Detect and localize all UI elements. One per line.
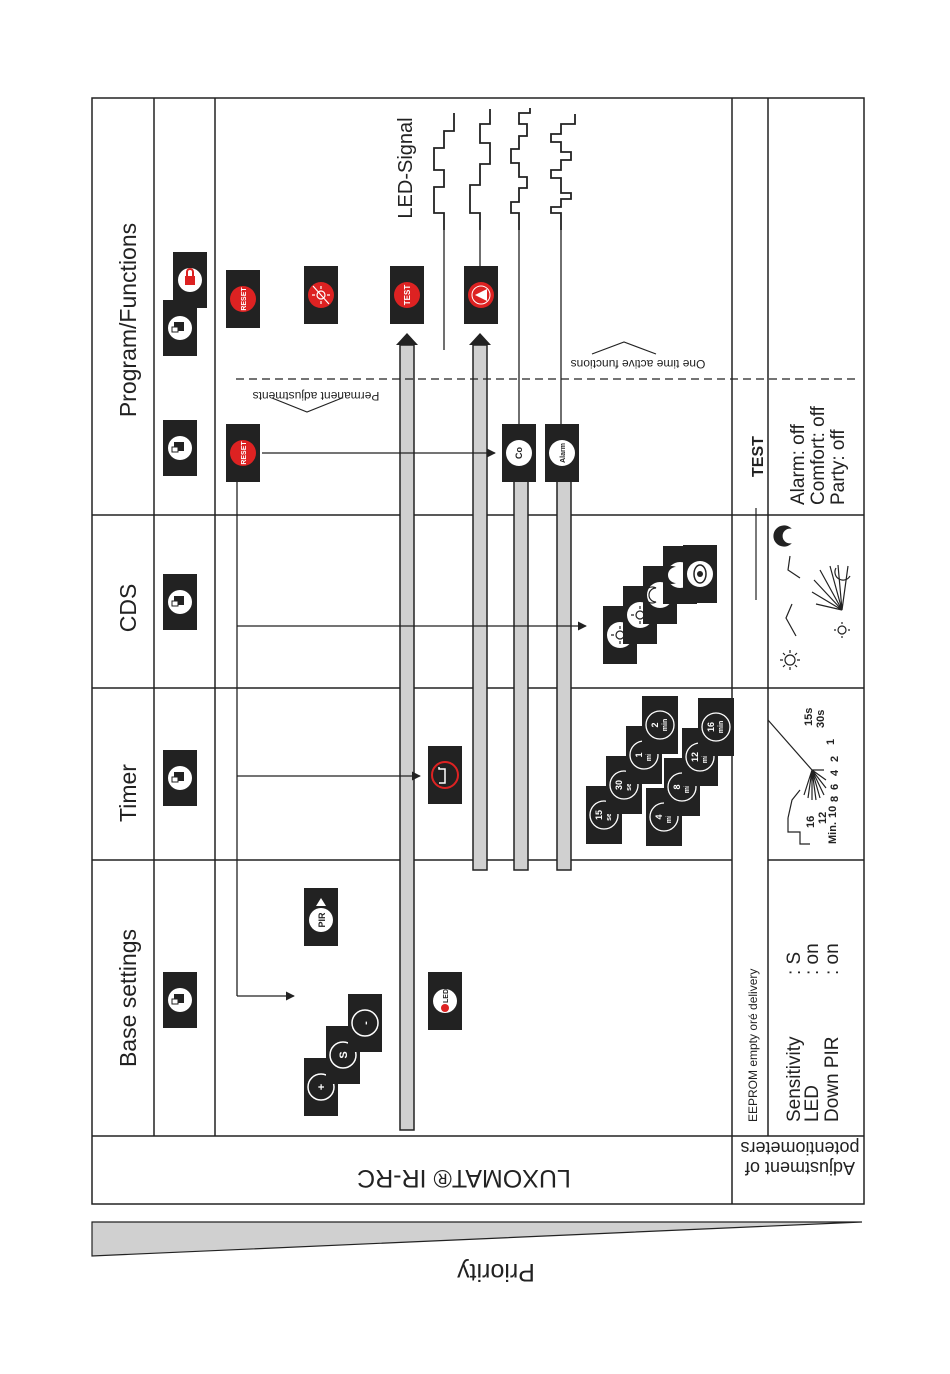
remote-button-icon-base — [163, 972, 197, 1028]
svg-text:RESET: RESET — [241, 287, 248, 311]
alarm-button[interactable]: Alarm — [545, 424, 579, 482]
one-time-functions-label: One time active functions — [571, 357, 706, 371]
svg-text:TEST: TEST — [403, 285, 412, 306]
party-button[interactable] — [464, 266, 498, 324]
svg-text:8: 8 — [829, 796, 841, 802]
sensitivity-value: : S — [784, 952, 805, 975]
cds-eye-button[interactable] — [683, 545, 717, 603]
remote-button-icons — [163, 252, 207, 1028]
lock-button-icon — [173, 252, 207, 308]
svg-text:Adjustment of: Adjustment of — [744, 1158, 855, 1178]
led-button[interactable]: LED — [428, 972, 462, 1030]
svg-text:10: 10 — [827, 806, 839, 818]
alarm-state: Alarm: off — [788, 423, 809, 505]
svg-text:min: min — [646, 749, 653, 761]
cds-buttons — [603, 545, 717, 664]
svg-text:30s: 30s — [815, 710, 827, 728]
remote-button-icon-timer — [163, 750, 197, 806]
svg-text:2: 2 — [829, 756, 841, 762]
reset-button-program[interactable]: RESET — [226, 270, 260, 328]
header-cds: CDS — [115, 584, 141, 633]
svg-text:6: 6 — [829, 784, 841, 790]
remote-button-icon-cds — [163, 574, 197, 630]
sun-off-button[interactable] — [304, 266, 338, 324]
svg-text:8: 8 — [672, 784, 682, 789]
comfort-button[interactable]: Co — [502, 424, 536, 482]
svg-text:Co: Co — [514, 447, 524, 459]
svg-text:15: 15 — [594, 810, 604, 820]
timer-16min-button[interactable]: 16 min — [698, 698, 734, 756]
test-title: TEST — [750, 436, 767, 477]
column-headers: Base settings Timer CDS Program/Function… — [115, 223, 141, 1067]
priority-label: Priority — [457, 1258, 535, 1286]
minus-button[interactable]: - — [348, 994, 382, 1052]
remote-button-icon-reset-mode — [163, 420, 197, 476]
svg-text:potentiometers: potentiometers — [740, 1138, 859, 1158]
svg-text:1: 1 — [634, 752, 644, 757]
svg-text:12: 12 — [690, 752, 700, 762]
permanent-adjustments-label: Permanent adjustments — [253, 389, 380, 403]
header-timer: Timer — [115, 764, 141, 822]
svg-text:2: 2 — [650, 722, 660, 727]
svg-text:min: min — [718, 721, 725, 733]
svg-text:S: S — [338, 1051, 350, 1058]
svg-text:Min.: Min. — [827, 822, 839, 844]
timer-2min-button[interactable]: 2 min — [642, 696, 678, 754]
priority-wedge — [91, 1221, 863, 1257]
header-program-functions: Program/Functions — [115, 223, 141, 417]
sensitivity-label: Sensitivity — [784, 1036, 805, 1122]
eeprom-label: EEPROM empty oré delivery — [746, 969, 760, 1122]
default-settings: Sensitivity LED Down PIR : S : on : on — [784, 943, 843, 1122]
permanent-indicator — [271, 397, 343, 413]
svg-text:30: 30 — [614, 780, 624, 790]
svg-text:min: min — [666, 811, 673, 823]
svg-text:1: 1 — [825, 739, 837, 745]
test-states: Alarm: off Comfort: off Party: off — [788, 405, 849, 505]
remote-button-icon-program — [163, 300, 197, 356]
led-value: : on — [802, 943, 823, 975]
product-name: LUXOMAT® IR-RC — [357, 1164, 571, 1192]
led-signal-label: LED-Signal — [395, 117, 417, 218]
svg-text:sec: sec — [606, 809, 613, 821]
cds-dial — [773, 525, 851, 670]
pir-button[interactable]: PIR — [304, 888, 338, 946]
test-button[interactable]: TEST — [390, 266, 424, 324]
svg-text:15s: 15s — [803, 708, 815, 726]
function-bars — [399, 344, 572, 1131]
svg-text:min: min — [684, 781, 691, 793]
led-label: LED — [802, 1085, 823, 1122]
down-pir-value: : on — [822, 943, 843, 975]
svg-text:4: 4 — [829, 769, 841, 776]
connector-lines — [236, 230, 587, 1001]
svg-text:-: - — [360, 1021, 372, 1025]
svg-text:min: min — [702, 751, 709, 763]
svg-text:PIR: PIR — [317, 912, 327, 928]
header-base-settings: Base settings — [115, 929, 141, 1067]
timer-value-buttons: 15 sec 30 sec 1 min 2 min 4 min 8 min — [586, 696, 734, 846]
timer-pulse-button[interactable] — [428, 746, 462, 804]
svg-text:LED: LED — [443, 989, 450, 1003]
party-state: Party: off — [828, 429, 849, 505]
svg-text:sec: sec — [626, 779, 633, 791]
svg-text:4: 4 — [654, 814, 664, 819]
reset-button[interactable]: RESET — [226, 424, 260, 482]
sensitivity-buttons: + S - — [304, 994, 382, 1116]
svg-text:Alarm: Alarm — [560, 443, 567, 463]
one-time-indicator — [591, 341, 657, 355]
adjustment-label: Adjustment of potentiometers — [740, 1138, 859, 1178]
svg-text:RESET: RESET — [241, 441, 248, 465]
svg-text:min: min — [662, 719, 669, 731]
comfort-state: Comfort: off — [808, 405, 829, 505]
timer-dial — [767, 719, 827, 845]
down-pir-label: Down PIR — [822, 1036, 843, 1122]
svg-text:16: 16 — [805, 816, 817, 828]
svg-text:16: 16 — [706, 722, 716, 732]
timer-dial-labels: Min. 10 8 6 4 2 1 12 16 15s 30s — [803, 708, 841, 844]
led-signal-waveforms — [433, 108, 576, 230]
bar-arrowheads — [396, 333, 491, 345]
svg-text:12: 12 — [817, 812, 829, 824]
svg-text:+: + — [316, 1084, 328, 1090]
